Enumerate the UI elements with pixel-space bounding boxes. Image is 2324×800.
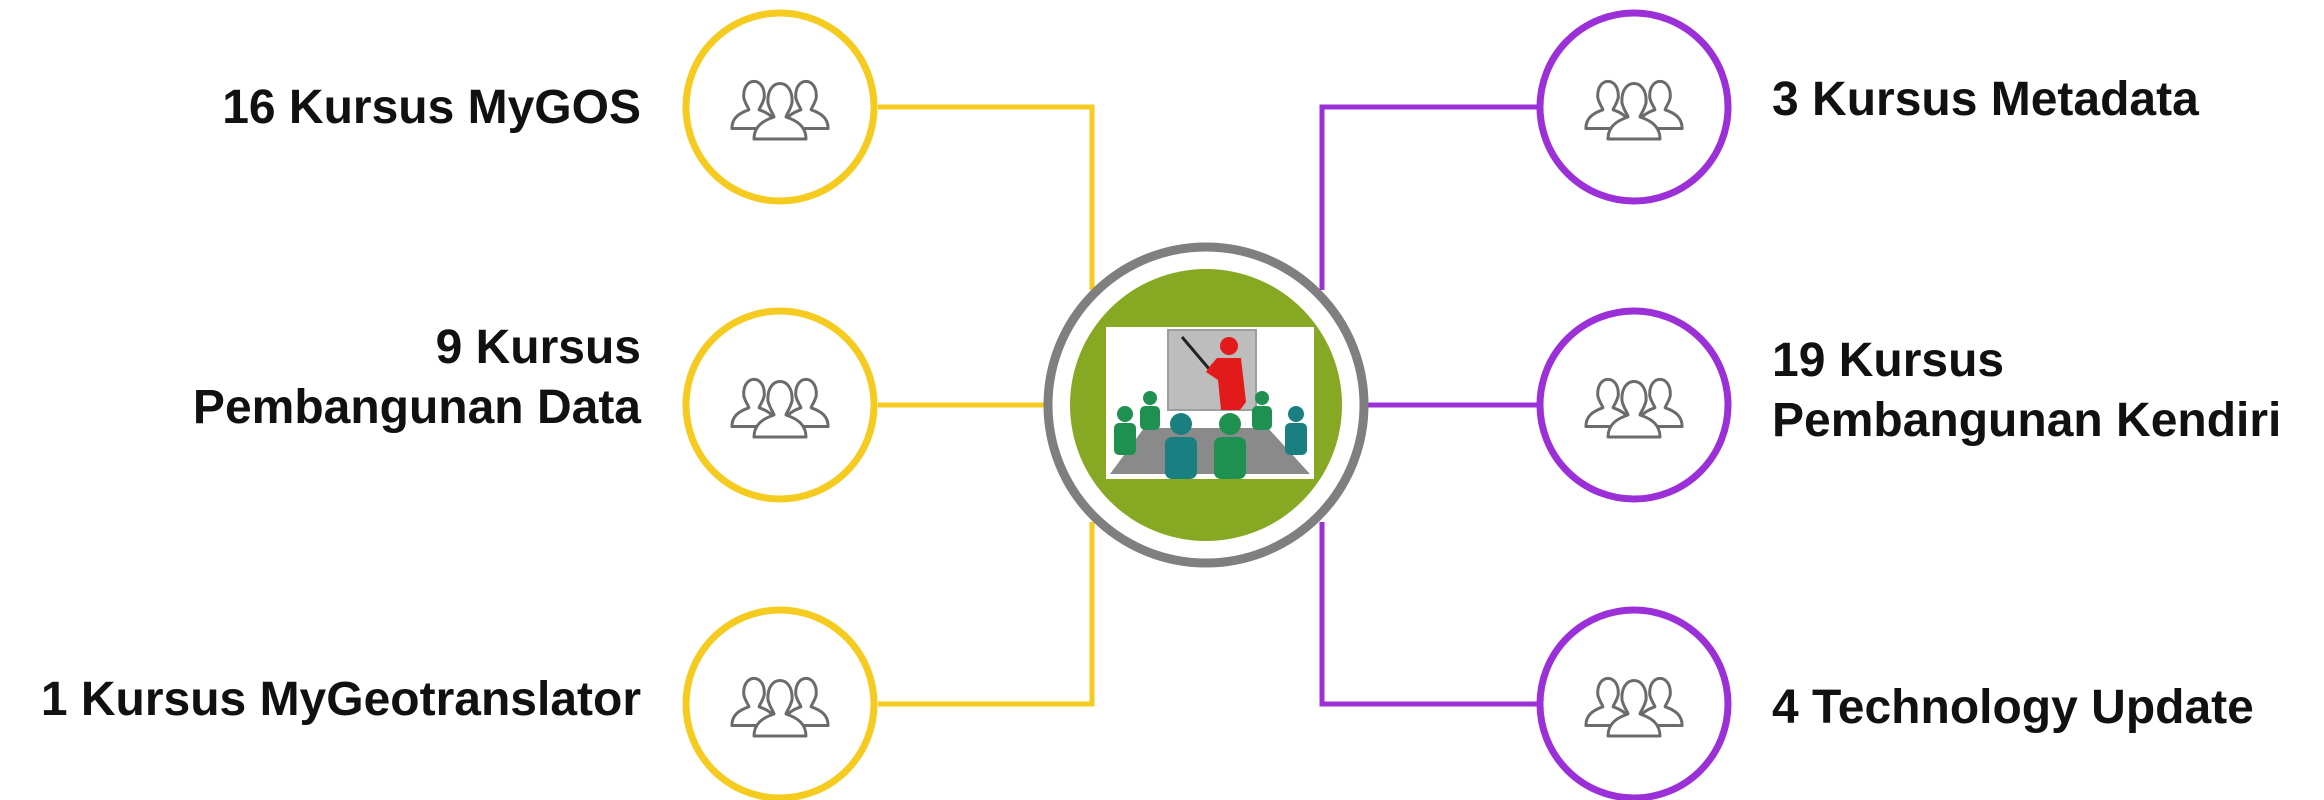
left-label-3-line-1: 1 Kursus MyGeotranslator [40, 673, 641, 726]
right-connector-bottom [1319, 522, 1538, 707]
left-connector-top [878, 104, 1095, 290]
presentation-meeting-icon [1106, 327, 1314, 479]
people-group-icon [730, 80, 830, 141]
right-node-3 [1536, 606, 1732, 800]
left-label-2-line-2: Pembangunan Data [192, 381, 641, 434]
people-group-icon [1584, 80, 1684, 141]
left-connector-bottom [878, 522, 1095, 707]
right-label-1-line-1: 3 Kursus Metadata [1772, 73, 2199, 126]
right-label-2-line-2: Pembangunan Kendiri [1772, 394, 2282, 447]
left-node-2 [682, 307, 878, 503]
left-node-1 [682, 9, 878, 205]
people-group-icon [1584, 378, 1684, 439]
right-label-1: 3 Kursus Metadata [1772, 70, 2199, 130]
people-group-icon [1584, 677, 1684, 738]
right-label-2: 19 Kursus Pembangunan Kendiri [1772, 331, 2281, 451]
right-label-3-line-1: 4 Technology Update [1772, 681, 2254, 734]
center-hub [1043, 242, 1369, 568]
left-label-2-line-1: 9 Kursus [435, 321, 641, 374]
right-connector-top [1319, 104, 1538, 290]
people-group-icon [730, 677, 830, 738]
right-node-1 [1536, 9, 1732, 205]
left-label-1-line-1: 16 Kursus MyGOS [222, 81, 641, 134]
left-label-1: 16 Kursus MyGOS [222, 78, 641, 138]
left-label-2: 9 Kursus Pembangunan Data [193, 318, 641, 438]
right-label-3: 4 Technology Update [1772, 678, 2254, 738]
people-group-icon [730, 378, 830, 439]
left-label-3: 1 Kursus MyGeotranslator [41, 670, 641, 730]
left-node-3 [682, 606, 878, 800]
right-label-2-line-1: 19 Kursus [1772, 334, 2005, 387]
right-node-2 [1536, 307, 1732, 503]
